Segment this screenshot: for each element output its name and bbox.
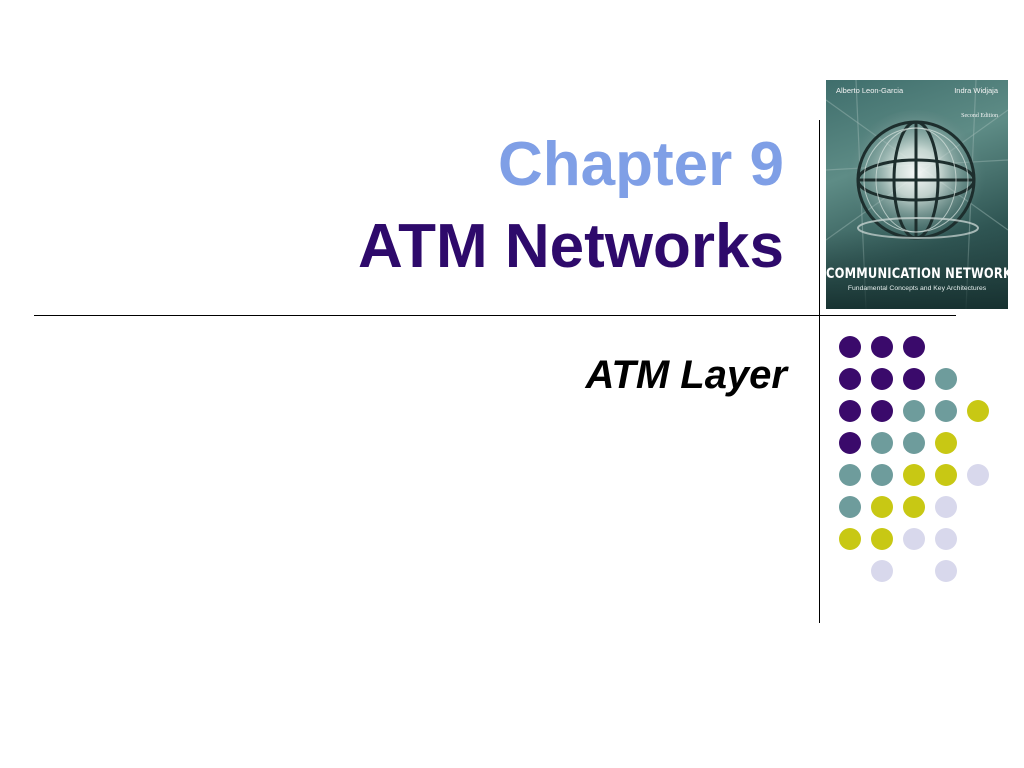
- decorative-dot: [871, 496, 893, 518]
- decorative-dot: [839, 496, 861, 518]
- horizontal-divider: [34, 315, 956, 316]
- cover-edition: Second Edition: [961, 113, 998, 119]
- decorative-dot: [935, 528, 957, 550]
- cover-title: COMMUNICATION NETWORKS: [826, 264, 1008, 282]
- decorative-dot: [967, 464, 989, 486]
- decorative-dot: [871, 368, 893, 390]
- decorative-dot: [935, 560, 957, 582]
- cover-authors: Alberto Leon-Garcia Indra Widjaja: [826, 86, 1008, 95]
- decorative-dot: [903, 336, 925, 358]
- decorative-dot: [903, 368, 925, 390]
- decorative-dot: [935, 400, 957, 422]
- decorative-dot: [903, 528, 925, 550]
- slide-subtitle: ATM Layer: [585, 353, 787, 397]
- decorative-dot: [839, 528, 861, 550]
- decorative-dot: [935, 464, 957, 486]
- decorative-dot: [839, 432, 861, 454]
- chapter-title: Chapter 9: [498, 130, 784, 199]
- decorative-dot: [935, 368, 957, 390]
- decorative-dot: [839, 464, 861, 486]
- decorative-dot: [903, 464, 925, 486]
- decorative-dot: [839, 368, 861, 390]
- decorative-dot: [903, 496, 925, 518]
- decorative-dot: [871, 336, 893, 358]
- globe-illustration: [826, 80, 1008, 309]
- cover-author-1: Alberto Leon-Garcia: [836, 86, 904, 95]
- decorative-dot: [967, 400, 989, 422]
- decorative-dot: [903, 432, 925, 454]
- decorative-dot: [903, 400, 925, 422]
- decorative-dot: [871, 400, 893, 422]
- decorative-dot: [871, 560, 893, 582]
- book-cover-image: Alberto Leon-Garcia Indra Widjaja Second…: [826, 80, 1008, 309]
- decorative-dot: [935, 496, 957, 518]
- vertical-divider: [819, 120, 820, 623]
- chapter-name: ATM Networks: [357, 212, 784, 281]
- decorative-dot: [871, 464, 893, 486]
- cover-subtitle: Fundamental Concepts and Key Architectur…: [847, 285, 987, 292]
- decorative-dot: [935, 432, 957, 454]
- cover-author-2: Indra Widjaja: [954, 86, 998, 95]
- decorative-dot: [839, 336, 861, 358]
- decorative-dot: [839, 400, 861, 422]
- decorative-dot: [871, 528, 893, 550]
- decorative-dot: [871, 432, 893, 454]
